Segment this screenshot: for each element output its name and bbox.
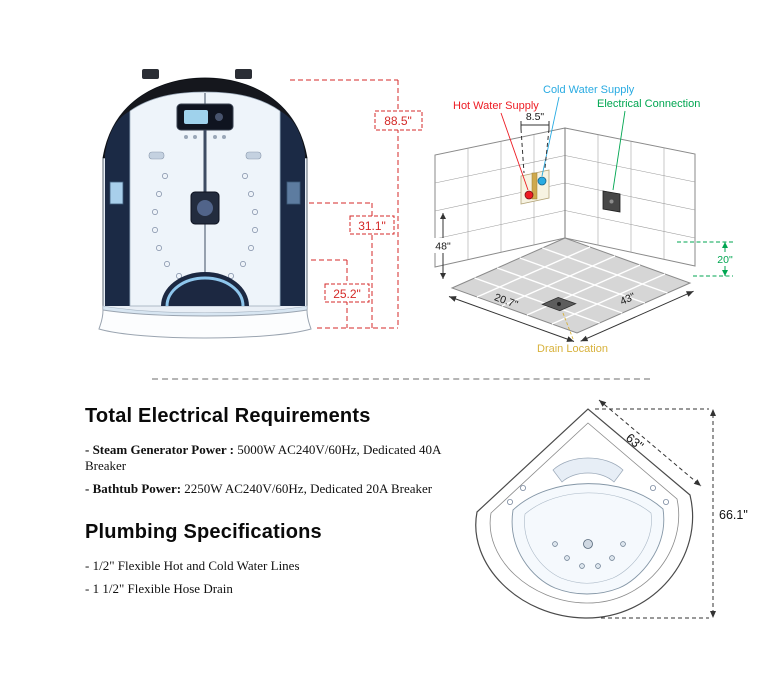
top-view-diagram: 66.1" 63" <box>455 392 755 639</box>
spec-line-steam-generator: - Steam Generator Power : 5000W AC240V/6… <box>85 442 455 474</box>
section-divider <box>152 378 650 380</box>
side-shelf-left <box>109 181 124 205</box>
electrical-leader-line <box>612 110 626 191</box>
whirlpool-jets <box>552 541 626 569</box>
roof-vent-right <box>235 69 252 79</box>
top-jet-row <box>184 135 226 139</box>
front-elevation-diagram: 88.5" 31.1" 25.2" <box>85 66 425 359</box>
front-elevation-svg: 88.5" 31.1" 25.2" <box>98 69 423 339</box>
tub-basin <box>511 483 665 595</box>
tiled-walls <box>434 127 696 268</box>
installation-svg: Hot Water Supply Cold Water Supply Elect… <box>429 84 739 355</box>
electrical-box <box>602 190 621 213</box>
spec-line-hose-drain: - 1 1/2" Flexible Hose Drain <box>85 581 233 596</box>
electrical-connection-label: Electrical Connection <box>597 98 700 110</box>
side-shelf-right <box>286 181 301 205</box>
hot-water-supply-label: Hot Water Supply <box>453 100 539 112</box>
right-glass-panel <box>280 111 305 306</box>
cold-leader-line <box>541 96 560 177</box>
tub-inner-rim <box>489 422 679 604</box>
specifications-block: Total Electrical Requirements - Steam Ge… <box>85 405 455 597</box>
plumbing-specifications-title: Plumbing Specifications <box>85 521 322 543</box>
dim-outlet-height: 20" <box>717 254 733 266</box>
dim-total-height: 88.5" <box>384 114 412 128</box>
left-glass-panel <box>105 111 130 306</box>
spec-label-steam-generator: - Steam Generator Power : <box>85 442 234 457</box>
red-dimension-lines: 88.5" 31.1" 25.2" <box>290 79 423 329</box>
hot-leader-line <box>500 112 529 191</box>
dim-mid-height: 31.1" <box>358 219 386 233</box>
spec-value-bathtub-power: 2250W AC240V/60Hz, Dedicated 20A Breaker <box>181 481 433 496</box>
cold-water-outlet <box>537 176 547 186</box>
installation-dimensions: 8.5" 48" 20.7" 43" <box>429 111 739 342</box>
dim-floor-right: 43" <box>618 291 637 308</box>
drain-location-label: Drain Location <box>537 343 608 355</box>
dim-base-height: 25.2" <box>333 287 361 301</box>
installation-diagram: Hot Water Supply Cold Water Supply Elect… <box>425 76 747 381</box>
spec-label-bathtub-power: - Bathtub Power: <box>85 481 182 496</box>
dim-wall-height: 48" <box>435 241 451 253</box>
tub-drain <box>583 539 593 549</box>
tub-footwell <box>161 272 249 306</box>
shower-head-left <box>148 151 165 160</box>
headrest <box>552 457 624 483</box>
spec-line-bathtub-power: - Bathtub Power: 2250W AC240V/60Hz, Dedi… <box>85 481 455 497</box>
roof-vent-left <box>142 69 159 79</box>
control-screen <box>184 110 208 124</box>
shower-jets <box>152 173 258 279</box>
dim-supply-spacing: 8.5" <box>526 111 545 123</box>
spec-line-water-lines: - 1/2" Flexible Hot and Cold Water Lines <box>85 558 300 573</box>
tiled-floor <box>450 237 692 334</box>
corner-tub-top-view <box>475 408 694 619</box>
top-view-svg: 66.1" 63" <box>475 399 748 619</box>
water-supply-panel <box>520 169 550 205</box>
utility-labels: Hot Water Supply Cold Water Supply Elect… <box>453 84 700 355</box>
hot-water-outlet <box>524 190 534 200</box>
steam-shower-unit <box>98 69 312 339</box>
cold-water-supply-label: Cold Water Supply <box>543 84 635 96</box>
shower-head-right <box>245 151 262 160</box>
rim-jets <box>507 485 669 506</box>
tub-skirt <box>98 309 312 339</box>
dim-overall-length: 66.1" <box>719 508 748 522</box>
electrical-requirements-title: Total Electrical Requirements <box>85 405 371 427</box>
top-view-dimensions: 66.1" 63" <box>595 399 748 619</box>
spec-value-steam-generator: 5000W AC240V/60Hz, Dedicated 40A Breaker <box>85 442 441 473</box>
